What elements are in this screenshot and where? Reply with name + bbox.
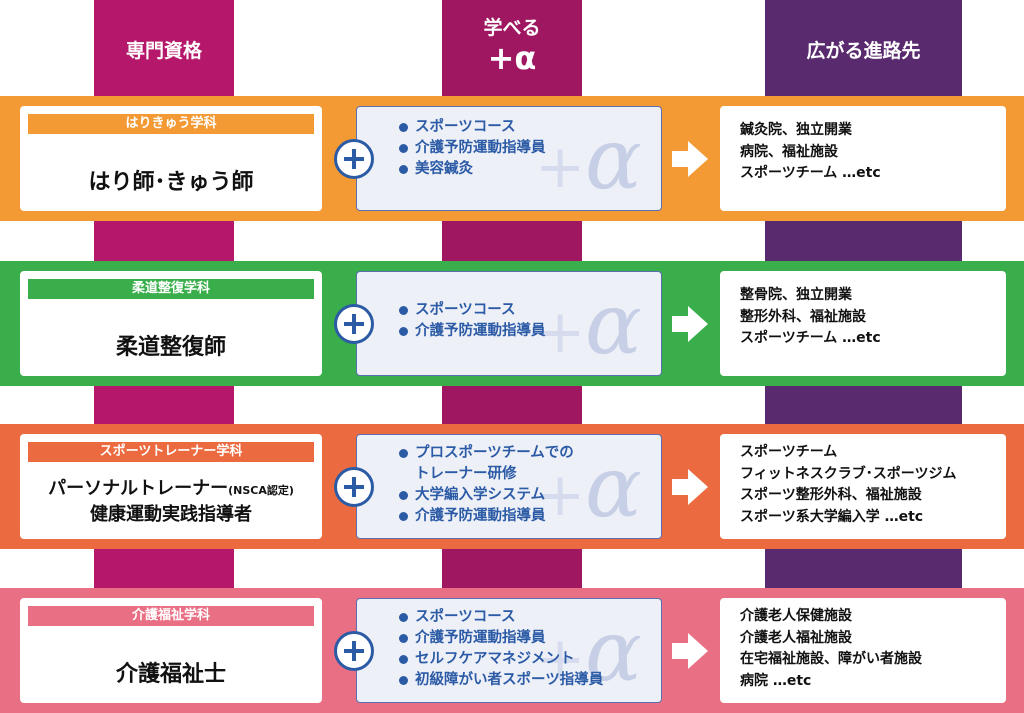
plus-circle-icon [334, 139, 374, 179]
department-card: スポーツトレーナー学科 パーソナルトレーナー(NSCA認定) 健康運動実践指導者 [20, 434, 322, 539]
learn-item: 介護予防運動指導員 [399, 321, 546, 342]
career-item: 病院、福祉施設 [740, 143, 838, 160]
learn-item: プロスポーツチームでの [399, 443, 574, 464]
qualification: 柔道整復師 [115, 335, 226, 360]
career-list: 介護老人保健施設 介護老人福祉施設 在宅福祉施設、障がい者施設 病院 …etc [720, 598, 1006, 692]
learn-item: 初級障がい者スポーツ指導員 [399, 670, 603, 691]
career-box: 介護老人保健施設 介護老人福祉施設 在宅福祉施設、障がい者施設 病院 …etc [720, 598, 1006, 703]
header-plus-alpha: 学べる +α [442, 16, 582, 76]
qualification-line: 健康運動実践指導者 [90, 504, 252, 525]
learn-item: 介護予防運動指導員 [399, 628, 603, 649]
career-item: 整骨院、独立開業 [740, 287, 852, 303]
department-tag: 柔道整復学科 [28, 279, 314, 299]
header-alpha: +α [487, 39, 537, 77]
career-item: スポーツ系大学編入学 …etc [740, 508, 924, 525]
learn-item-continuation: トレーナー研修 [415, 466, 517, 482]
learn-item: 介護予防運動指導員 [399, 506, 574, 527]
alpha-watermark: α [585, 275, 642, 373]
department-card: 介護福祉学科 介護福祉士 [20, 598, 322, 703]
header-plus-alpha-top: 学べる [483, 17, 541, 39]
career-list: スポーツチーム フィットネスクラブ･スポーツジム スポーツ整形外科、福祉施設 ス… [720, 434, 1006, 528]
career-item: スポーツチーム …etc [740, 165, 881, 181]
career-item: 鍼灸院、独立開業 [740, 122, 852, 138]
learn-item: 美容鍼灸 [399, 159, 546, 180]
learn-item: 介護予防運動指導員 [399, 138, 546, 159]
row-band: 柔道整復学科 柔道整復師 + α スポーツコース 介護予防運動指導員 整骨院、独… [0, 261, 1024, 386]
alpha-watermark: α [585, 438, 642, 536]
learn-item: スポーツコース [399, 607, 603, 628]
career-item: スポーツチーム [740, 444, 838, 460]
arrow-right-icon [672, 141, 708, 177]
learn-box: + α プロスポーツチームでの トレーナー研修 大学編入学システム 介護予防運動… [356, 434, 662, 539]
career-item: フィットネスクラブ･スポーツジム [740, 465, 957, 482]
career-list: 鍼灸院、独立開業 病院、福祉施設 スポーツチーム …etc [720, 106, 1006, 185]
alpha-watermark: α [585, 110, 642, 208]
plus-watermark: + [535, 132, 586, 202]
qualification: はり師･きゅう師 [88, 170, 254, 195]
qualification-line: パーソナルトレーナー [48, 478, 229, 499]
plus-watermark: + [535, 624, 586, 694]
learn-item: スポーツコース [399, 300, 546, 321]
career-list: 整骨院、独立開業 整形外科、福祉施設 スポーツチーム …etc [720, 271, 1006, 350]
department-card: 柔道整復学科 柔道整復師 [20, 271, 322, 376]
learn-item: 大学編入学システム [399, 485, 574, 506]
arrow-right-icon [672, 469, 708, 505]
plus-circle-icon [334, 631, 374, 671]
learn-list: スポーツコース 介護予防運動指導員 美容鍼灸 [399, 117, 546, 180]
department-tag: スポーツトレーナー学科 [28, 442, 314, 462]
learn-box: + α スポーツコース 介護予防運動指導員 美容鍼灸 [356, 106, 662, 211]
career-item: スポーツチーム …etc [740, 330, 881, 346]
header-career: 広がる進路先 [806, 40, 921, 62]
learn-box: + α スポーツコース 介護予防運動指導員 セルフケアマネジメント 初級障がい者… [356, 598, 662, 703]
qualification: 介護福祉士 [115, 662, 226, 687]
learn-list: プロスポーツチームでの トレーナー研修 大学編入学システム 介護予防運動指導員 [399, 443, 574, 527]
plus-circle-icon [334, 304, 374, 344]
header-certification: 専門資格 [125, 40, 202, 62]
learn-item: セルフケアマネジメント [399, 649, 603, 670]
career-item: 病院 …etc [740, 672, 812, 689]
career-box: スポーツチーム フィットネスクラブ･スポーツジム スポーツ整形外科、福祉施設 ス… [720, 434, 1006, 539]
plus-watermark: + [535, 460, 586, 530]
arrow-right-icon [672, 633, 708, 669]
career-box: 整骨院、独立開業 整形外科、福祉施設 スポーツチーム …etc [720, 271, 1006, 376]
learn-list: スポーツコース 介護予防運動指導員 セルフケアマネジメント 初級障がい者スポーツ… [399, 607, 603, 691]
department-tag: はりきゅう学科 [28, 114, 314, 134]
career-item: 介護老人保健施設 [740, 608, 852, 624]
career-item: 在宅福祉施設、障がい者施設 [740, 651, 922, 667]
qualification: パーソナルトレーナー(NSCA認定) [20, 474, 322, 500]
career-box: 鍼灸院、独立開業 病院、福祉施設 スポーツチーム …etc [720, 106, 1006, 211]
department-card: はりきゅう学科 はり師･きゅう師 [20, 106, 322, 211]
alpha-watermark: α [585, 602, 642, 700]
learn-box: + α スポーツコース 介護予防運動指導員 [356, 271, 662, 376]
department-tag: 介護福祉学科 [28, 606, 314, 626]
row-band: はりきゅう学科 はり師･きゅう師 + α スポーツコース 介護予防運動指導員 美… [0, 96, 1024, 221]
learn-list: スポーツコース 介護予防運動指導員 [399, 300, 546, 342]
learn-item: スポーツコース [399, 117, 546, 138]
arrow-right-icon [672, 306, 708, 342]
row-band: スポーツトレーナー学科 パーソナルトレーナー(NSCA認定) 健康運動実践指導者… [0, 424, 1024, 549]
plus-circle-icon [334, 467, 374, 507]
career-item: 介護老人福祉施設 [740, 629, 852, 646]
career-item: 整形外科、福祉施設 [740, 308, 866, 325]
row-band: 介護福祉学科 介護福祉士 + α スポーツコース 介護予防運動指導員 セルフケア… [0, 588, 1024, 713]
qualification-note: (NSCA認定) [228, 484, 294, 497]
career-item: スポーツ整形外科、福祉施設 [740, 487, 922, 503]
plus-watermark: + [535, 297, 586, 367]
